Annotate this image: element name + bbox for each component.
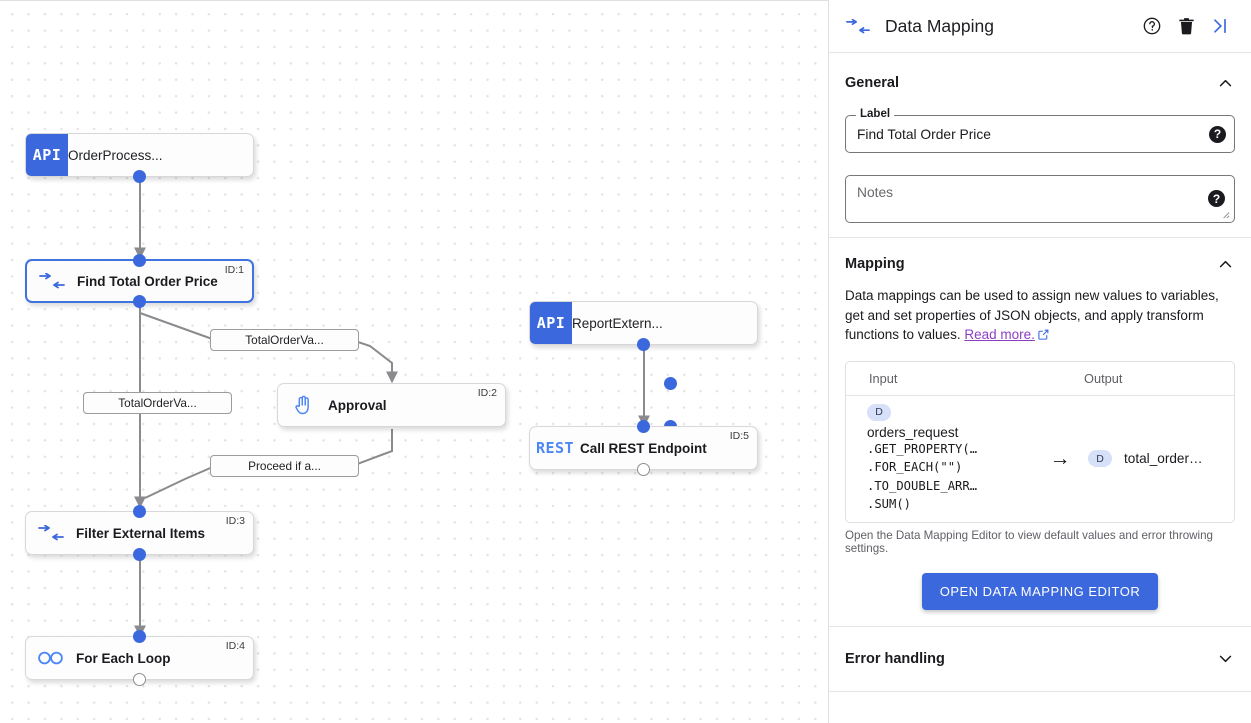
label-field-value[interactable]: Find Total Order Price <box>857 126 991 142</box>
node-title: OrderProcess... <box>68 147 163 163</box>
node-title: Find Total Order Price <box>77 273 218 289</box>
node-id-tag: ID:2 <box>477 387 497 399</box>
help-circle-icon[interactable] <box>1135 9 1169 43</box>
node-call-rest-endpoint[interactable]: REST Call REST Endpoint ID:5 <box>529 420 758 476</box>
node-output-port[interactable] <box>133 548 146 561</box>
node-input-port[interactable] <box>637 420 650 433</box>
node-output-port[interactable] <box>133 673 146 686</box>
output-variable-name: total_order… <box>1124 451 1203 466</box>
api-badge: API <box>26 134 68 176</box>
node-input-port[interactable] <box>133 630 146 643</box>
node-output-port[interactable] <box>637 463 650 476</box>
open-data-mapping-editor-button[interactable]: OPEN DATA MAPPING EDITOR <box>921 572 1159 610</box>
node-input-port[interactable] <box>133 505 146 518</box>
node-approval[interactable]: Approval ID:2 <box>277 377 677 433</box>
section-error-handling: Error handling <box>829 627 1251 691</box>
properties-panel: Data Mapping <box>828 0 1251 723</box>
input-chain-line: .FOR_EACH("") <box>867 460 963 474</box>
panel-header: Data Mapping <box>829 0 1251 53</box>
input-variable-name: orders_request <box>867 424 959 440</box>
node-id-tag: ID:3 <box>225 515 245 527</box>
section-mapping-header[interactable]: Mapping <box>845 254 1235 274</box>
rest-badge: REST <box>535 439 575 457</box>
chevron-down-icon[interactable] <box>1215 649 1235 669</box>
help-icon[interactable]: ? <box>1209 125 1226 143</box>
mapping-description-text: Data mappings can be used to assign new … <box>845 288 1219 342</box>
data-mapping-icon <box>26 512 76 554</box>
node-output-port[interactable] <box>133 170 146 183</box>
output-type-badge: D <box>1088 450 1112 467</box>
mapping-description: Data mappings can be used to assign new … <box>845 286 1235 347</box>
mapping-table-header: Input Output <box>846 362 1234 396</box>
data-mapping-icon <box>27 261 77 301</box>
node-orderprocess[interactable]: API OrderProcess... <box>25 133 254 183</box>
node-input-port[interactable] <box>133 254 146 267</box>
notes-field[interactable]: Notes ? <box>845 175 1235 223</box>
node-input-port[interactable] <box>663 377 677 390</box>
edge-label[interactable]: Proceed if a... <box>210 455 359 477</box>
node-title: Approval <box>328 397 387 413</box>
input-chain-line: .SUM() <box>867 497 912 511</box>
trash-icon[interactable] <box>1169 9 1203 43</box>
mapping-table: Input Output D orders_request .GET_PROPE… <box>845 360 1235 523</box>
chevron-up-icon[interactable] <box>1215 73 1235 93</box>
chevron-up-icon[interactable] <box>1215 254 1235 274</box>
node-reportextern[interactable]: API ReportExtern... <box>529 301 758 351</box>
column-header-input: Input <box>869 370 898 386</box>
api-badge: API <box>530 302 572 344</box>
input-chain-line: .GET_PROPERTY(… <box>867 441 978 456</box>
section-error-handling-header[interactable]: Error handling <box>845 649 1235 669</box>
data-mapping-icon <box>845 18 871 34</box>
section-mapping: Mapping Data mappings can be used to ass… <box>829 238 1251 626</box>
mapping-output-cell: D total_order… <box>1084 450 1234 467</box>
loop-infinity-icon <box>26 637 76 679</box>
section-title: Mapping <box>845 256 905 272</box>
node-find-total-order-price[interactable]: Find Total Order Price ID:1 <box>25 254 254 308</box>
node-title: For Each Loop <box>76 650 171 666</box>
node-filter-external-items[interactable]: Filter External Items ID:3 <box>25 505 254 561</box>
input-type-badge: D <box>867 403 891 421</box>
node-output-port[interactable] <box>133 295 146 308</box>
input-chain-line: .TO_DOUBLE_ARR… <box>867 478 978 493</box>
panel-title: Data Mapping <box>885 15 994 36</box>
node-for-each-loop[interactable]: For Each Loop ID:4 <box>25 630 254 686</box>
hand-icon <box>278 384 328 426</box>
divider <box>829 690 1251 692</box>
node-id-tag: ID:1 <box>224 264 244 276</box>
mapping-input-cell: D orders_request .GET_PROPERTY(… .FOR_EA… <box>846 403 1036 514</box>
help-icon[interactable]: ? <box>1208 190 1225 207</box>
section-title: General <box>845 75 899 91</box>
external-link-icon[interactable] <box>1037 327 1050 347</box>
node-title: ReportExtern... <box>572 315 663 331</box>
edge-label[interactable]: TotalOrderVa... <box>210 329 359 351</box>
node-title: Call REST Endpoint <box>580 440 707 456</box>
column-header-output: Output <box>1084 370 1123 386</box>
node-id-tag: ID:5 <box>729 430 749 442</box>
mapping-arrow-icon: → <box>1049 446 1071 470</box>
node-title: Filter External Items <box>76 525 206 541</box>
notes-placeholder: Notes <box>857 185 894 200</box>
edge-layer <box>134 177 650 638</box>
node-id-tag: ID:4 <box>225 640 245 652</box>
divider <box>829 625 1251 627</box>
resize-grip-icon[interactable] <box>1219 208 1230 219</box>
collapse-panel-icon[interactable] <box>1203 9 1237 43</box>
section-general: General Label Find Total Order Price ? N… <box>829 53 1251 237</box>
label-field[interactable]: Label Find Total Order Price ? <box>845 108 1235 153</box>
divider <box>829 237 1251 238</box>
section-general-header[interactable]: General <box>845 73 1235 93</box>
read-more-link[interactable]: Read more. <box>964 327 1035 342</box>
label-field-caption: Label <box>856 108 895 120</box>
workflow-canvas[interactable]: API OrderProcess... Find Total Order Pri… <box>0 0 828 723</box>
node-output-port[interactable] <box>637 338 650 351</box>
edge-label[interactable]: TotalOrderVa... <box>83 392 232 414</box>
mapping-row[interactable]: D orders_request .GET_PROPERTY(… .FOR_EA… <box>846 396 1234 522</box>
mapping-table-note: Open the Data Mapping Editor to view def… <box>845 528 1213 555</box>
section-title: Error handling <box>845 650 945 667</box>
